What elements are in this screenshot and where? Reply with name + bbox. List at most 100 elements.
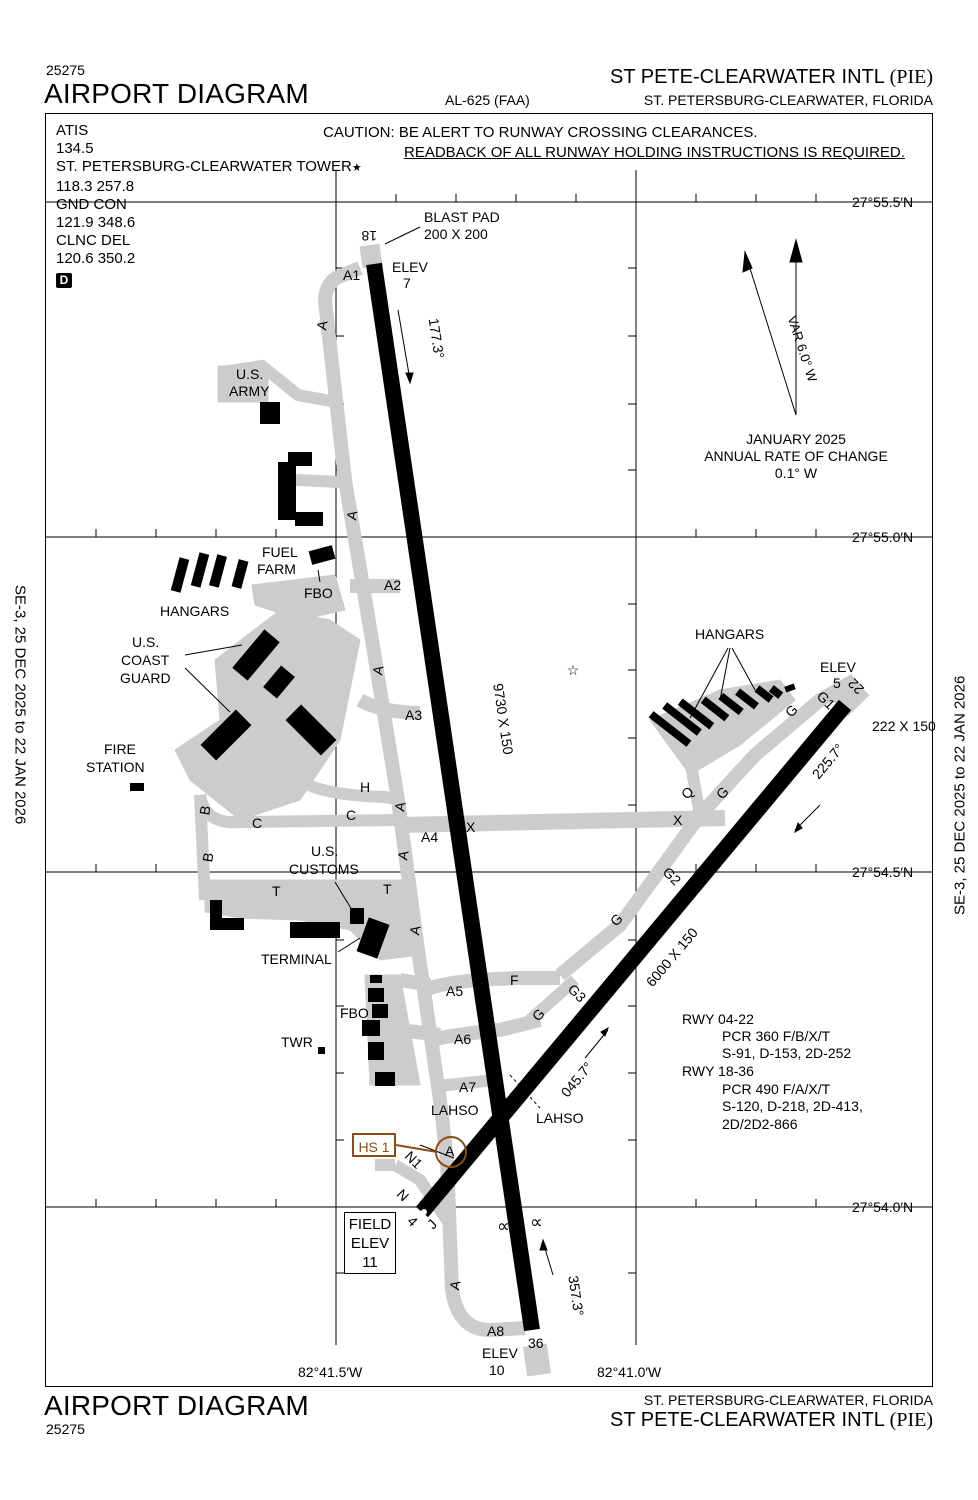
label-lahso-2: LAHSO — [536, 1110, 584, 1126]
label-fuel-farm: FUEL — [262, 544, 298, 560]
airport-name-header: ST PETE-CLEARWATER INTL (PIE) — [609, 66, 933, 88]
caution-line-2: READBACK OF ALL RUNWAY HOLDING INSTRUCTI… — [404, 144, 905, 161]
hot-spot-label: HS 1 — [352, 1133, 396, 1157]
svg-text:2D/2D2-866: 2D/2D2-866 — [722, 1116, 798, 1132]
svg-text:CUSTOMS: CUSTOMS — [289, 861, 359, 877]
runway-18-36-heading-north: 177.3° — [426, 317, 448, 360]
blast-pad-dims: 200 X 200 — [424, 226, 488, 242]
lat-label: 27°55.0′N — [852, 529, 913, 545]
svg-text:STATION: STATION — [86, 759, 145, 775]
taxiways-aprons — [174, 243, 870, 1377]
taxiway-label: A5 — [446, 983, 463, 999]
label-coast-guard: U.S. — [132, 634, 159, 650]
taxiway-label: T — [383, 881, 392, 897]
footer-title: AIRPORT DIAGRAM — [44, 1390, 309, 1421]
lat-label: 27°54.5′N — [852, 864, 913, 880]
taxiway-label: B — [199, 851, 216, 863]
lon-label: 82°41.0′W — [597, 1364, 662, 1380]
freq-tower-name: ST. PETERSBURG-CLEARWATER TOWER★ — [56, 158, 362, 176]
elev-north-label: ELEV — [392, 259, 428, 275]
taxiway-label: A — [406, 924, 423, 937]
label-fbo-north: FBO — [304, 585, 333, 601]
chart-code: 25275 — [46, 62, 85, 78]
label-fbo-south: FBO — [340, 1005, 369, 1021]
faa-id: AL-625 (FAA) — [445, 92, 530, 108]
runway-04-22-heading-ne: 045.7° — [558, 1059, 596, 1100]
freq-tower-value: 118.3 257.8 — [56, 177, 135, 195]
label-twr: TWR — [281, 1034, 313, 1050]
taxiway-label: N — [394, 1186, 412, 1204]
d-badge-icon: D — [56, 272, 72, 288]
runway-18-36-heading-south: 357.3° — [565, 1274, 587, 1317]
freq-atis-name: ATIS — [56, 122, 89, 139]
bird-hazard-icon: ∝ — [497, 1216, 510, 1236]
elev-ne-value: 5 — [833, 675, 841, 691]
elev-north-value: 7 — [403, 275, 411, 291]
freq-clnc-name: CLNC DEL — [56, 232, 131, 250]
footer-location: ST. PETERSBURG-CLEARWATER, FLORIDA — [643, 1392, 933, 1408]
taxiway-label: A — [343, 509, 360, 522]
runway-end-sw: 4 — [404, 1213, 421, 1230]
svg-text:GUARD: GUARD — [120, 670, 171, 686]
label-lahso-1: LAHSO — [431, 1102, 479, 1118]
taxiway-label: A — [445, 1143, 455, 1159]
taxiway-label: A7 — [459, 1079, 476, 1095]
taxiway-label: A4 — [421, 829, 438, 845]
freq-gnd-value: 121.9 348.6 — [56, 214, 136, 232]
svg-text:ARMY: ARMY — [229, 383, 270, 399]
elev-south-value: 10 — [489, 1362, 505, 1378]
buildings — [130, 402, 796, 1086]
taxiway-label: C — [346, 807, 356, 823]
runway-04-22 — [415, 699, 852, 1218]
tower-star-icon: ★ — [351, 162, 362, 175]
taxiway-label: A — [391, 800, 408, 813]
location-header: ST. PETERSBURG-CLEARWATER, FLORIDA — [643, 92, 933, 108]
taxiway-label: A3 — [405, 707, 422, 723]
label-us-army: U.S. — [236, 366, 263, 382]
svg-text:COAST: COAST — [121, 652, 170, 668]
caution-line-1: CAUTION: BE ALERT TO RUNWAY CROSSING CLE… — [323, 124, 758, 141]
taxiway-label: A2 — [384, 577, 401, 593]
blast-pad-label: BLAST PAD — [424, 209, 500, 225]
taxiway-label: J — [424, 1216, 440, 1232]
runway-18-36 — [366, 262, 540, 1332]
lat-label: 27°55.5′N — [852, 194, 913, 210]
grid-lines — [46, 170, 932, 1345]
overrun-dims: 222 X 150 — [872, 718, 936, 734]
mag-rate-label: ANNUAL RATE OF CHANGE — [704, 448, 888, 464]
taxiway-label: A — [313, 319, 330, 332]
taxiway-label: B — [196, 804, 213, 816]
svg-text:PCR 360 F/B/X/T: PCR 360 F/B/X/T — [722, 1028, 831, 1044]
svg-text:RWY 18-36: RWY 18-36 — [682, 1063, 754, 1079]
label-us-customs: U.S. — [311, 843, 338, 859]
runway-info: RWY 04-22 PCR 360 F/B/X/T S-91, D-153, 2… — [682, 1011, 863, 1132]
frequency-panel: ATIS 134.5 ST. PETERSBURG-CLEARWATER TOW… — [56, 122, 362, 289]
svg-text:S-91, D-153, 2D-252: S-91, D-153, 2D-252 — [722, 1045, 851, 1061]
taxiway-label: A — [446, 1279, 463, 1292]
diagram-frame — [45, 113, 933, 1387]
footer-code: 25275 — [46, 1421, 85, 1437]
svg-text:RWY 04-22: RWY 04-22 — [682, 1011, 754, 1027]
taxiway-label: H — [360, 779, 370, 795]
elev-south-label: ELEV — [482, 1345, 518, 1361]
label-hangars-west: HANGARS — [160, 603, 229, 619]
mag-rate: 0.1° W — [775, 465, 818, 481]
magnetic-north-arrows — [742, 238, 803, 416]
bird-hazard-icon-2: ∝ — [530, 1212, 543, 1232]
lat-label: 27°54.0′N — [852, 1199, 913, 1215]
elev-ne-label: ELEV — [820, 659, 856, 675]
svg-text:PCR 490 F/A/X/T: PCR 490 F/A/X/T — [722, 1081, 831, 1097]
freq-clnc-value: 120.6 350.2 — [56, 250, 136, 268]
taxiway-label: A — [369, 664, 386, 677]
runway-end-south: 36 — [528, 1335, 544, 1351]
taxiway-label: A1 — [343, 267, 360, 283]
lon-label: 82°41.5′W — [298, 1364, 363, 1380]
taxiway-label: A8 — [487, 1323, 504, 1339]
taxiway-label: A6 — [454, 1031, 471, 1047]
svg-text:FARM: FARM — [257, 561, 296, 577]
taxiway-label: A — [394, 849, 411, 862]
taxiway-label: T — [272, 883, 281, 899]
heading-arrows — [397, 309, 821, 1276]
freq-atis-value: 134.5 — [56, 140, 94, 158]
